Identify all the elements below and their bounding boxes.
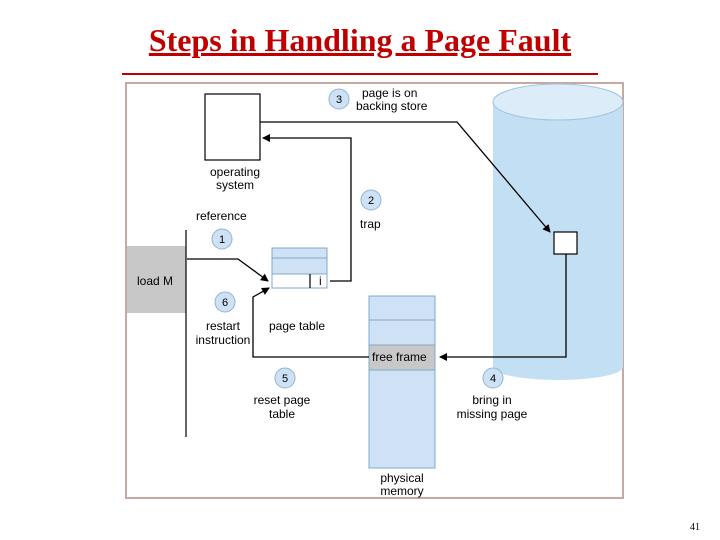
slide-title: Steps in Handling a Page Fault [148,22,572,58]
physical-memory-label-line2: memory [380,484,423,498]
step-5: 5 [274,367,296,389]
step-4: 4 [482,367,504,389]
disk-page-box [553,231,578,255]
step-1-number: 1 [219,234,225,246]
load-instruction-label: load M [137,274,173,288]
title-underline [122,73,598,75]
reference-label: reference [196,209,247,223]
step-6-number: 6 [222,297,228,309]
page-table [271,247,328,289]
operating-system-label-line2: system [216,178,254,192]
step-3: 3 [328,88,350,110]
step-2: 2 [360,189,382,211]
arrow-trap [262,134,352,282]
restart-label-line2: instruction [196,333,251,347]
restart-label: restart [206,319,241,333]
step-4-number: 4 [490,373,496,385]
physical-memory [368,295,436,469]
step-1: 1 [211,228,233,250]
load-instruction-box [127,246,186,313]
step-3-label: page is on [362,86,417,100]
step-4-label-line2: missing page [457,407,528,421]
step-4-label: bring in [472,393,511,407]
step-6: 6 [214,291,236,313]
arrow-reference [187,258,269,282]
step-2-number: 2 [368,195,374,207]
arrow-page-on-backing-store [260,121,551,233]
step-5-number: 5 [282,373,288,385]
step-3-number: 3 [336,94,342,106]
arrow-reset-page-table [252,287,369,358]
step-2-label: trap [360,217,381,231]
page-table-label: page table [269,319,325,333]
invalid-bit: i [319,274,322,288]
arrow-bring-in-page [439,254,567,361]
step-3-label-line2: backing store [356,99,428,113]
operating-system-box [204,93,261,161]
page-number: 41 [690,522,700,533]
free-frame-label: free frame [372,350,427,364]
step-5-label: reset page [254,393,311,407]
page-fault-diagram: operating system load M reference i page… [125,82,625,500]
physical-memory-label: physical [380,471,423,485]
operating-system-label: operating [210,165,260,179]
step-5-label-line2: table [269,407,295,421]
